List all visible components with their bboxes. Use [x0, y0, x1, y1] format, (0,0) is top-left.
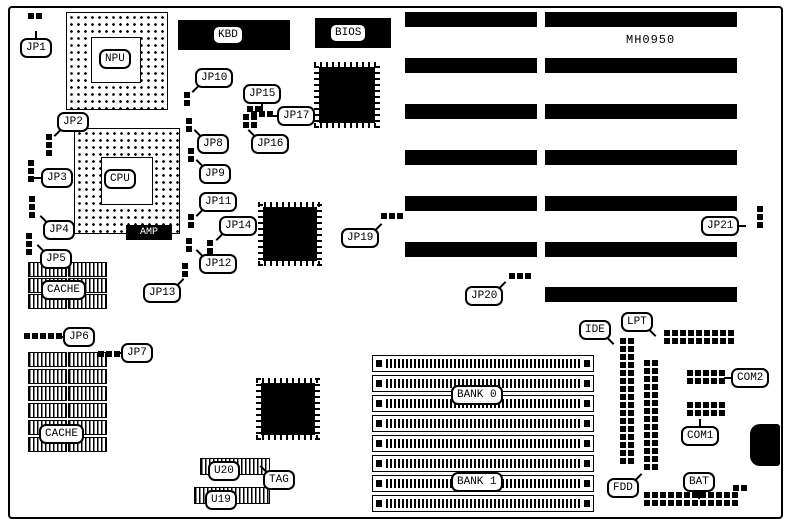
com1-label: COM1 — [681, 419, 720, 446]
board-model: MH0950 — [626, 33, 676, 47]
amp-label: AMP — [126, 225, 172, 240]
jumper-label-jp16: JP16 — [251, 134, 290, 154]
jumper-label-jp2: JP2 — [57, 112, 89, 132]
pin-header-jp17 — [251, 111, 273, 117]
pin-header-jp5 — [26, 233, 32, 255]
isa-slot — [545, 287, 737, 302]
jumper-label-jp5: JP5 — [40, 249, 72, 269]
pin-header-jp2 — [46, 134, 52, 156]
com1-header — [687, 402, 725, 416]
bios-label: BIOS — [329, 23, 368, 43]
pin-header-jp7 — [98, 351, 120, 357]
jumper-label-jp9: JP9 — [199, 164, 231, 184]
pin-header-jp19 — [381, 213, 403, 219]
u20-label: U20 — [208, 461, 240, 481]
npu-label: NPU — [99, 49, 131, 69]
cache-top-label: CACHE — [41, 280, 87, 300]
com2-header — [687, 370, 725, 384]
bottom-pin-header — [644, 492, 738, 506]
lpt-label: LPT — [621, 312, 653, 332]
qfp-chip — [256, 378, 320, 440]
cache-chip — [28, 403, 67, 418]
fdd-header — [644, 360, 658, 470]
tag-label: TAG — [263, 470, 295, 490]
qfp-chip — [314, 62, 380, 128]
jumper-label-jp21: JP21 — [701, 216, 747, 236]
bank1-label: BANK 1 — [451, 472, 503, 492]
bank0-label: BANK 0 — [451, 385, 503, 405]
cache-bottom-label: CACHE — [39, 424, 85, 444]
cache-chip — [68, 369, 107, 384]
isa-slot — [545, 242, 737, 257]
jumper-label-jp7: JP7 — [114, 343, 153, 363]
jumper-label-jp10: JP10 — [195, 68, 234, 88]
pin-header-jp20 — [509, 273, 531, 279]
isa-slot — [405, 150, 537, 165]
cache-chip — [68, 262, 107, 277]
isa-slot — [545, 58, 737, 73]
pin-header-jp21 — [757, 206, 763, 228]
pin-header-jp3 — [28, 160, 34, 182]
battery-pins — [733, 485, 747, 491]
jumper-label-jp6: JP6 — [56, 327, 95, 347]
jumper-label-jp15: JP15 — [243, 84, 282, 111]
cache-chip — [28, 352, 67, 367]
pin-header-jp13 — [182, 263, 188, 277]
com2-label: COM2 — [723, 368, 770, 388]
simm-socket — [372, 455, 594, 472]
isa-slot — [405, 58, 537, 73]
pin-header-jp10 — [184, 92, 190, 106]
jumper-label-jp4: JP4 — [43, 220, 75, 240]
qfp-chip — [258, 202, 322, 266]
isa-slot — [545, 196, 737, 211]
jumper-label-jp19: JP19 — [341, 228, 380, 248]
isa-slot — [405, 104, 537, 119]
jumper-label-jp11: JP11 — [199, 192, 238, 212]
cache-chip — [28, 386, 67, 401]
lpt-header — [664, 330, 734, 344]
isa-slot — [545, 150, 737, 165]
pin-header-jp4 — [29, 196, 35, 218]
isa-slot — [405, 196, 537, 211]
keyboard-din-connector — [750, 424, 780, 466]
pin-header-jp8 — [186, 118, 192, 132]
pin-header-jp11 — [188, 214, 194, 228]
jumper-label-jp17: JP17 — [269, 106, 316, 126]
jumper-label-jp20: JP20 — [465, 286, 504, 306]
jumper-label-jp13: JP13 — [143, 283, 182, 303]
simm-socket — [372, 435, 594, 452]
isa-slot — [405, 12, 537, 27]
ide-header — [620, 338, 634, 464]
pin-header-jp15 — [247, 106, 261, 112]
pin-header-jp12 — [186, 238, 192, 252]
isa-slot — [545, 104, 737, 119]
isa-slot — [405, 242, 537, 257]
simm-socket — [372, 495, 594, 512]
pin-header-jp9 — [188, 148, 194, 162]
cpu-label: CPU — [104, 169, 136, 189]
jumper-label-jp1: JP1 — [20, 31, 52, 58]
simm-socket — [372, 415, 594, 432]
simm-socket — [372, 355, 594, 372]
kbd-label: KBD — [212, 25, 244, 45]
cache-chip — [68, 386, 107, 401]
ide-label: IDE — [579, 320, 611, 340]
cache-chip — [68, 403, 107, 418]
isa-slot — [545, 12, 737, 27]
fdd-label: FDD — [607, 478, 639, 498]
cache-chip — [68, 352, 107, 367]
cache-chip — [28, 369, 67, 384]
jumper-label-jp3: JP3 — [34, 168, 73, 188]
pin-header-jp16 — [243, 114, 257, 128]
bat-label: BAT — [683, 472, 715, 499]
u19-label: U19 — [205, 490, 237, 510]
jumper-label-jp14: JP14 — [219, 216, 258, 236]
pin-header-jp1 — [28, 13, 42, 19]
jumper-label-jp8: JP8 — [197, 134, 229, 154]
jumper-label-jp12: JP12 — [199, 254, 238, 274]
